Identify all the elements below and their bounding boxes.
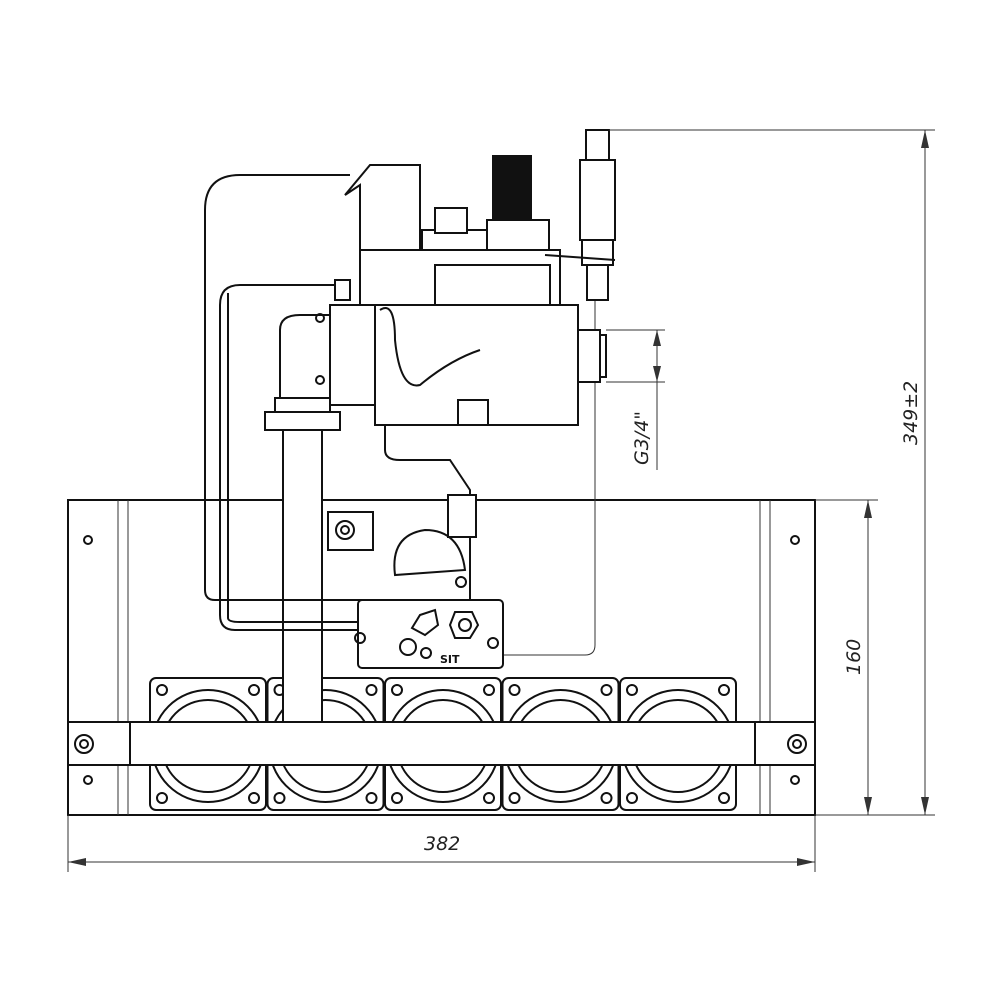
dim-total-width: 382 — [424, 833, 460, 855]
dim-thread: G3/4" — [631, 411, 653, 465]
screw-icon — [391, 792, 403, 804]
screw-icon — [626, 792, 638, 804]
screw-icon — [273, 792, 286, 804]
valve-plate: SIT — [354, 599, 504, 669]
screw-icon — [391, 684, 403, 696]
screw-icon — [248, 792, 260, 804]
screw-icon — [483, 792, 495, 804]
dim-plate-height: 160 — [843, 639, 865, 675]
screw-icon — [156, 684, 168, 696]
thermocouple — [544, 129, 616, 301]
screw-icon — [483, 684, 495, 696]
gas-pipe — [264, 314, 341, 723]
pilot-tube-2 — [219, 284, 420, 631]
screw-icon — [508, 684, 521, 696]
dimension-lines — [67, 129, 935, 872]
screw-icon — [718, 684, 730, 696]
mounting-bar — [67, 721, 816, 766]
screw-icon — [365, 792, 378, 804]
screw-icon — [718, 792, 730, 804]
sit-logo: SIT — [440, 653, 460, 666]
pilot-tube-1 — [204, 174, 385, 601]
connector — [447, 494, 477, 538]
gas-valve — [315, 155, 607, 426]
screw-icon — [248, 684, 260, 696]
gas-line — [384, 425, 471, 620]
screw-icon — [600, 684, 613, 696]
screw-icon — [626, 684, 638, 696]
control-knob — [492, 155, 532, 220]
screw-icon — [600, 792, 613, 804]
screw-icon — [156, 792, 168, 804]
screw-icon — [508, 792, 521, 804]
screw-icon — [365, 684, 378, 696]
dim-total-height: 349±2 — [900, 381, 922, 445]
thermocouple-wire — [410, 300, 596, 656]
